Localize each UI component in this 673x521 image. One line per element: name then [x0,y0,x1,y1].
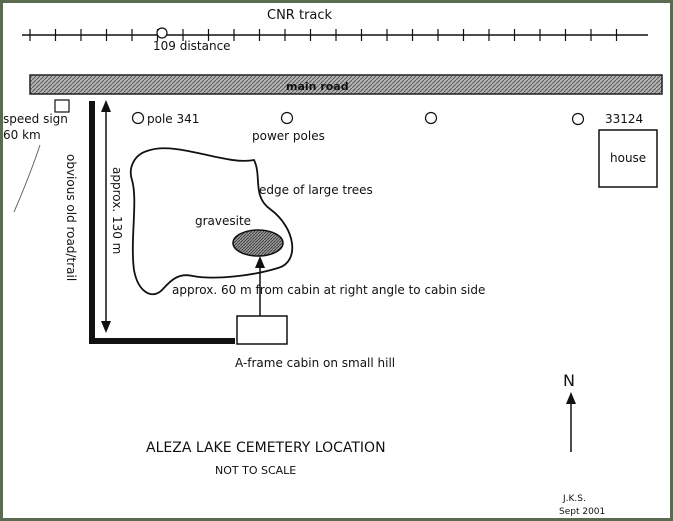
tree-line-label: edge of large trees [259,183,373,197]
power-pole [424,111,438,125]
distance-marker-label: 109 distance [153,39,231,53]
gravesite [232,229,284,257]
old-road [89,101,95,344]
old-road-label: obvious old road/trail [64,154,78,281]
speed-sign-label: speed sign [3,112,68,126]
gravesite-label: gravesite [195,214,251,228]
speed-sign-limit: 60 km [3,128,41,142]
map-subtitle: NOT TO SCALE [215,464,296,477]
distance-60-label: approx. 60 m from cabin at right angle t… [172,283,485,297]
cabin-label: A-frame cabin on small hill [235,356,395,370]
pole-341-label: pole 341 [147,112,199,126]
arrow-head-down [101,321,111,333]
speed-sign [54,99,70,113]
house [598,129,658,188]
power-pole [131,111,145,125]
author-date: Sept 2001 [559,507,605,517]
old-road-corner [89,338,235,344]
roadside-edge-line [13,144,41,213]
main-road [29,74,663,95]
house-label: house [610,151,646,165]
track-label: CNR track [267,8,333,23]
main-road-label: main road [286,80,349,93]
power-pole [571,112,585,126]
house-number: 33124 [605,112,643,126]
distance-marker [156,27,168,39]
arrow-head-up [255,256,265,268]
author-initials: J.K.S. [562,494,586,504]
distance-130-label: approx. 130 m [110,167,124,254]
north-arrow-head [566,392,576,404]
arrow-head-up [101,100,111,112]
map-title: ALEZA LAKE CEMETERY LOCATION [146,440,386,456]
tree-line [129,147,294,296]
cabin [236,315,288,345]
power-poles-label: power poles [252,129,325,143]
north-label: N [563,371,575,390]
power-pole [280,111,294,125]
railway-ties [29,29,618,41]
